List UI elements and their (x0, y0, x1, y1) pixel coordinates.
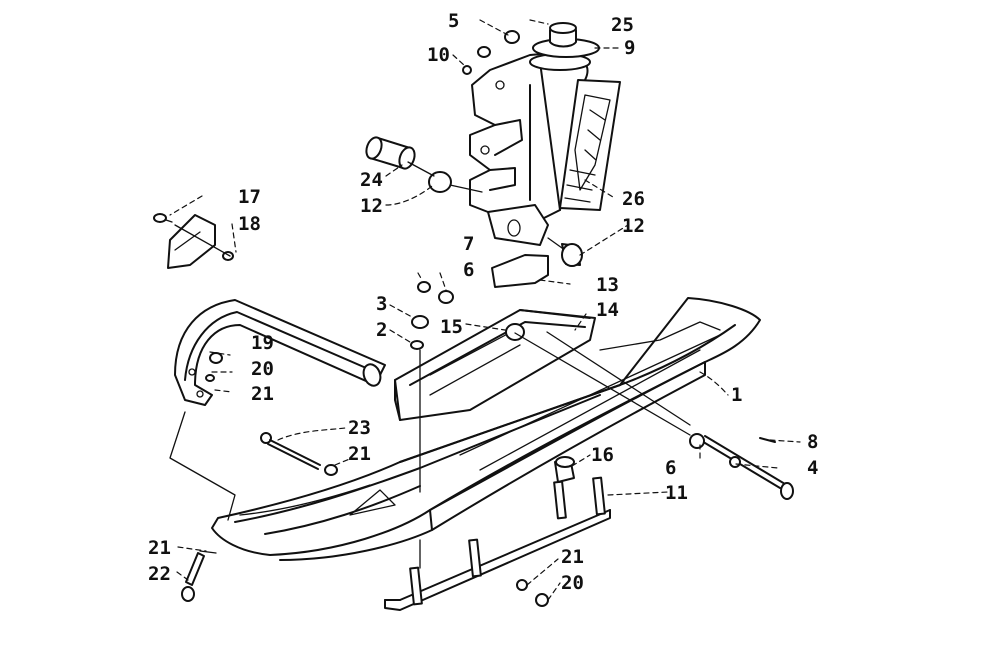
callout-6-upper: 6 (463, 259, 474, 281)
callout-12-right: 12 (622, 215, 645, 237)
washer-6-upper (438, 290, 454, 304)
callout-20-lower: 20 (561, 572, 584, 594)
callout-21-bottom-right: 21 (561, 546, 584, 568)
callout-25: 25 (611, 14, 634, 36)
callout-19: 19 (251, 332, 274, 354)
bushing-24 (365, 136, 416, 170)
bracket-17 (153, 213, 234, 269)
ski-saddle (394, 309, 596, 421)
callout-6-lower: 6 (665, 457, 676, 479)
callout-24: 24 (360, 169, 383, 191)
callout-4: 3 (376, 293, 387, 315)
callout-14: 14 (596, 299, 619, 321)
leader-lines (169, 19, 801, 601)
callout-10: 5 (448, 10, 459, 32)
callout-23: 23 (348, 417, 371, 439)
callout-1: 1 (731, 384, 742, 406)
callout-18: 18 (238, 213, 261, 235)
nut-11 (462, 65, 472, 75)
callout-22: 22 (148, 563, 171, 585)
callout-12-left: 12 (360, 195, 383, 217)
callout-26: 26 (622, 188, 645, 210)
callout-2: 11 (665, 482, 688, 504)
callout-17: 17 (238, 186, 261, 208)
nut-20-upper (209, 352, 223, 364)
washer-15 (505, 323, 525, 341)
callout-15: 15 (440, 316, 463, 338)
callout-21-bottom-left: 21 (148, 537, 171, 559)
callout-7: 7 (463, 233, 474, 255)
bushing-12-left (428, 171, 452, 193)
callout-20-upper: 20 (251, 358, 274, 380)
bolt-22 (181, 550, 217, 602)
top-cap (532, 22, 600, 58)
callout-11: 10 (427, 44, 450, 66)
ski-body (211, 297, 761, 561)
washer-21-upper (205, 374, 215, 382)
nut-20-lower (535, 593, 549, 607)
washer-10a (504, 30, 520, 44)
ski-loop-handle (174, 299, 386, 406)
callout-8: 8 (807, 431, 818, 453)
spindle-body (469, 52, 591, 246)
callout-5: 4 (807, 457, 818, 479)
washer-6-lower (689, 433, 705, 449)
bolt-23 (260, 432, 338, 476)
bumper-13 (491, 254, 549, 288)
nut-4 (411, 315, 429, 329)
callout-16: 16 (591, 444, 614, 466)
callout-21-upper: 21 (251, 383, 274, 405)
washer-7 (417, 281, 431, 293)
bushing-12-right (561, 243, 583, 267)
decal (559, 79, 621, 211)
wear-bar (384, 476, 611, 611)
callout-3: 2 (376, 319, 387, 341)
washer-10b (477, 46, 491, 58)
callout-9: 9 (624, 37, 635, 59)
callout-21-mid: 21 (348, 443, 371, 465)
alignment-lines (169, 161, 691, 569)
bolt-5 (689, 433, 794, 500)
nut-16 (554, 456, 575, 483)
washer-21-lower (516, 579, 528, 591)
washer-3 (410, 340, 424, 350)
callout-13: 13 (596, 274, 619, 296)
